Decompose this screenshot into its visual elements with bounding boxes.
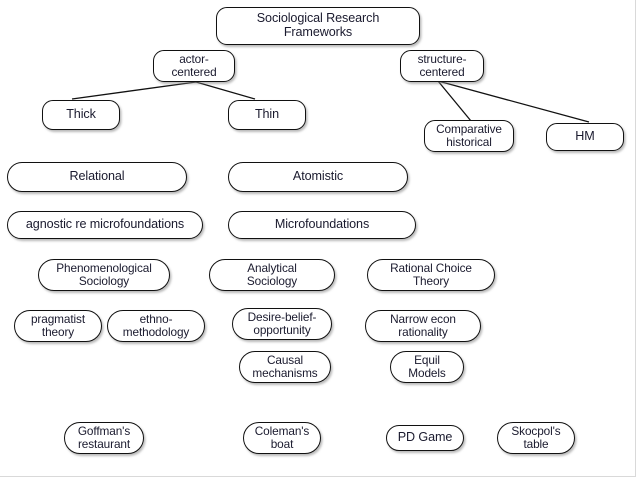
node-relational[interactable]: Relational bbox=[7, 162, 187, 192]
node-ethnomethodology[interactable]: ethno- methodology bbox=[107, 310, 205, 342]
node-structure-centered[interactable]: structure- centered bbox=[400, 50, 484, 82]
node-equil-models[interactable]: Equil Models bbox=[390, 351, 464, 383]
node-phenomenological-sociology[interactable]: Phenomenological Sociology bbox=[38, 259, 170, 291]
node-narrow-econ-rationality[interactable]: Narrow econ rationality bbox=[365, 310, 481, 342]
node-actor-centered[interactable]: actor- centered bbox=[153, 50, 235, 82]
node-pragmatist-theory[interactable]: pragmatist theory bbox=[14, 310, 102, 342]
node-desire-belief-opportunity[interactable]: Desire-belief- opportunity bbox=[232, 308, 332, 340]
node-causal-mechanisms[interactable]: Causal mechanisms bbox=[239, 351, 331, 383]
node-colemans-boat[interactable]: Coleman's boat bbox=[243, 422, 321, 454]
edge-actor-centered-to-thin bbox=[195, 81, 256, 100]
node-analytical-sociology[interactable]: Analytical Sociology bbox=[209, 259, 335, 291]
edge-structure-centered-to-hm bbox=[437, 80, 590, 123]
node-microfoundations[interactable]: Microfoundations bbox=[228, 211, 416, 239]
edge-structure-centered-to-comparative-historical bbox=[437, 80, 472, 122]
edge-actor-centered-to-thick bbox=[71, 81, 197, 100]
node-skocpols-table[interactable]: Skocpol's table bbox=[497, 422, 575, 454]
node-hm[interactable]: HM bbox=[546, 123, 624, 151]
node-rational-choice-theory[interactable]: Rational Choice Theory bbox=[367, 259, 495, 291]
node-pd-game[interactable]: PD Game bbox=[386, 425, 464, 451]
node-thick[interactable]: Thick bbox=[42, 100, 120, 130]
node-atomistic[interactable]: Atomistic bbox=[228, 162, 408, 192]
node-agnostic-re-microfoundations[interactable]: agnostic re microfoundations bbox=[7, 211, 203, 239]
node-thin[interactable]: Thin bbox=[228, 100, 306, 130]
node-goffmans-restaurant[interactable]: Goffman's restaurant bbox=[64, 422, 144, 454]
node-comparative-historical[interactable]: Comparative historical bbox=[424, 120, 514, 152]
node-root[interactable]: Sociological Research Frameworks bbox=[216, 7, 420, 45]
